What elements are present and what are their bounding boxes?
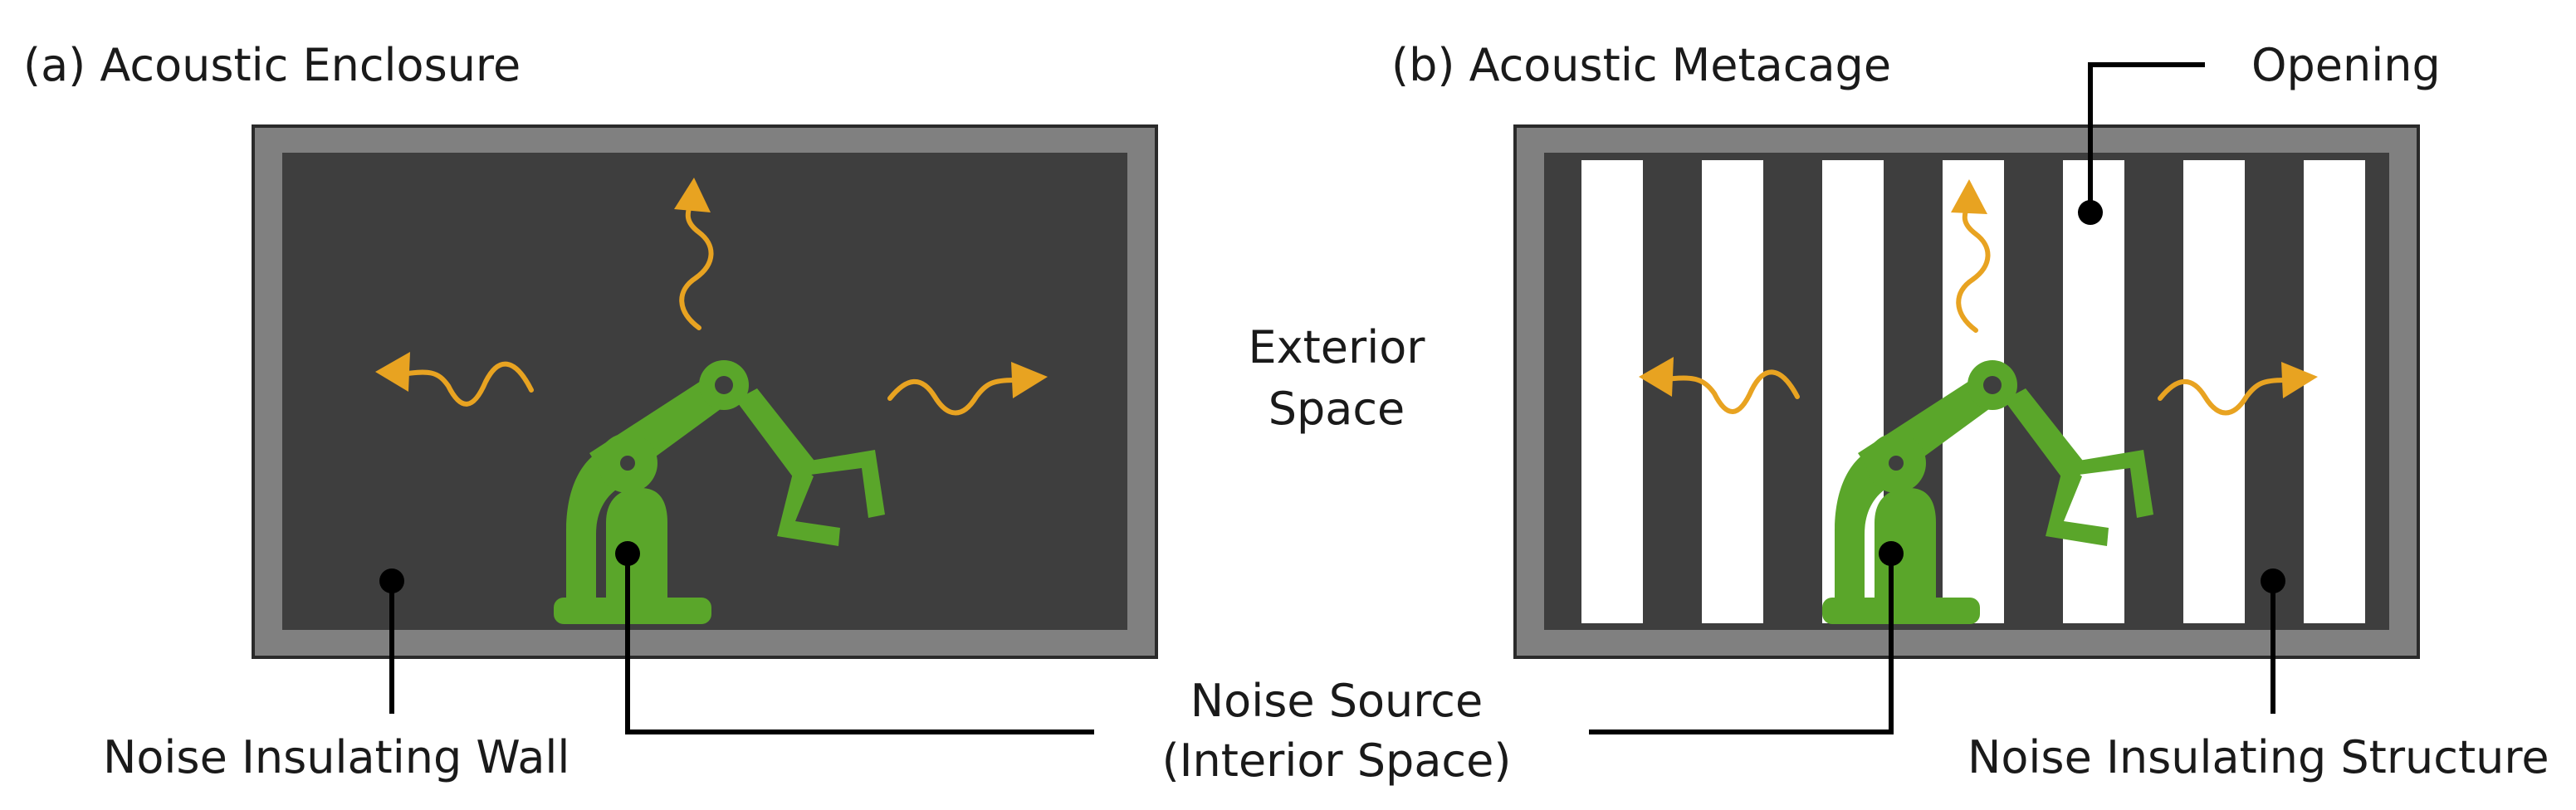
source-leader-line-b: [1589, 541, 1904, 734]
panel-b-title: (b) Acoustic Metacage: [1391, 39, 1892, 91]
noise-source-label: Noise Source (Interior Space): [1129, 679, 1544, 783]
exterior-label-line2: Space: [1268, 383, 1405, 435]
noise-insulating-wall-label: Noise Insulating Wall: [103, 731, 570, 783]
noise-insulating-structure-label: Noise Insulating Structure: [1967, 731, 2549, 783]
structure-leader-line: [2261, 568, 2285, 714]
metacage-panel: [1513, 62, 2420, 734]
noise-source-line2: (Interior Space): [1161, 734, 1512, 787]
noise-source-line1: Noise Source: [1190, 675, 1484, 727]
exterior-space-label: Exterior Space: [1212, 325, 1461, 432]
metacage-openings: [1581, 160, 2365, 623]
panel-a-title: (a) Acoustic Enclosure: [23, 39, 521, 91]
sound-wave-arrow-icon: [375, 178, 1048, 416]
opening-leader-line: [2078, 62, 2205, 225]
enclosure-panel: [252, 124, 1158, 734]
wall-leader-line: [379, 568, 404, 714]
source-leader-line-a: [615, 541, 1094, 734]
sound-wave-arrow-icon: [1639, 179, 2318, 416]
opening-label: Opening: [2251, 39, 2441, 91]
exterior-label-line1: Exterior: [1248, 321, 1425, 373]
